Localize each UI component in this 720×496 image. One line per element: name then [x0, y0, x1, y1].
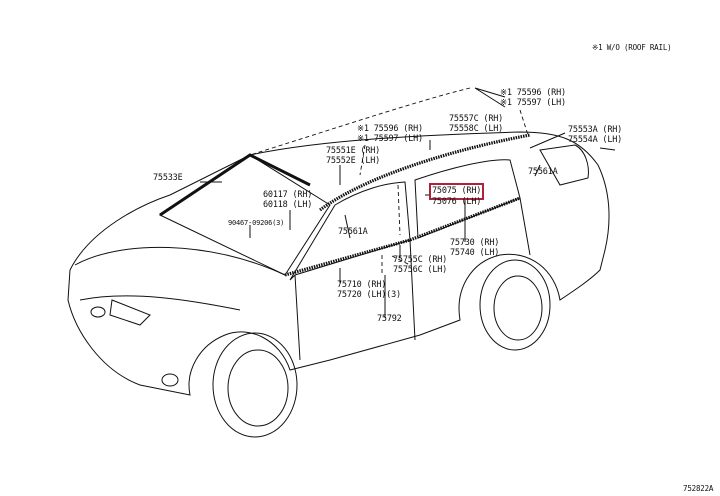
belt-molding	[284, 196, 521, 277]
part-label[interactable]: 75558C (LH)	[449, 124, 504, 134]
windshield	[158, 154, 331, 276]
fog-light	[161, 373, 179, 387]
part-label[interactable]: 60117 (RH)	[263, 190, 313, 200]
part-label[interactable]: 75561A	[338, 227, 368, 237]
front-wheel-rim	[227, 349, 289, 427]
front-wheel	[212, 332, 298, 438]
roof-molding	[319, 133, 531, 212]
hood	[74, 246, 286, 311]
part-label[interactable]: 75561A	[528, 167, 558, 177]
part-label[interactable]: ※1 75597 (LH)	[357, 134, 423, 144]
headlight	[109, 299, 151, 326]
part-label[interactable]: 60118 (LH)	[263, 200, 313, 210]
car-body-outline	[67, 131, 610, 396]
part-label[interactable]: 75720 (LH)(3)	[337, 290, 401, 300]
part-label[interactable]: 75551E (RH)	[326, 146, 381, 156]
part-label[interactable]: ※1 75596 (RH)	[500, 88, 566, 98]
part-label[interactable]: 75710 (RH)	[337, 280, 387, 290]
part-label[interactable]: ※1 75597 (LH)	[500, 98, 566, 108]
hidden-parts	[249, 87, 529, 275]
windshield-molding	[159, 153, 311, 217]
part-label[interactable]: 75076 (LH)	[432, 197, 482, 207]
rear-wheel	[479, 259, 551, 351]
part-label[interactable]: 90467-09206(3)	[228, 219, 285, 227]
note-without-roof-rail: ※1 W/O (ROOF RAIL)	[592, 43, 672, 52]
part-label[interactable]: 75552E (LH)	[326, 156, 381, 166]
part-label-highlighted[interactable]: 75075 (RH)	[428, 183, 485, 200]
front-door-window	[289, 181, 411, 281]
part-label[interactable]: 75557C (RH)	[449, 114, 504, 124]
part-label[interactable]: 75554A (LH)	[568, 135, 623, 145]
part-label[interactable]: 75730 (RH)	[450, 238, 500, 248]
toyota-emblem	[90, 306, 106, 318]
part-label[interactable]: 75792	[377, 314, 402, 324]
part-label[interactable]: 75553A (RH)	[568, 125, 623, 135]
part-label[interactable]: 75740 (LH)	[450, 248, 500, 258]
leader-lines	[200, 87, 616, 318]
rear-window	[539, 144, 589, 186]
door-lines	[294, 197, 531, 361]
part-label[interactable]: 75756C (LH)	[393, 265, 448, 275]
part-label[interactable]: ※1 75596 (RH)	[357, 124, 423, 134]
part-label[interactable]: 75533E	[153, 173, 183, 183]
rear-wheel-rim	[493, 275, 543, 341]
rear-door-window	[414, 159, 521, 239]
part-label[interactable]: 75755C (RH)	[393, 255, 448, 265]
figure-id: 752822A	[683, 484, 714, 493]
